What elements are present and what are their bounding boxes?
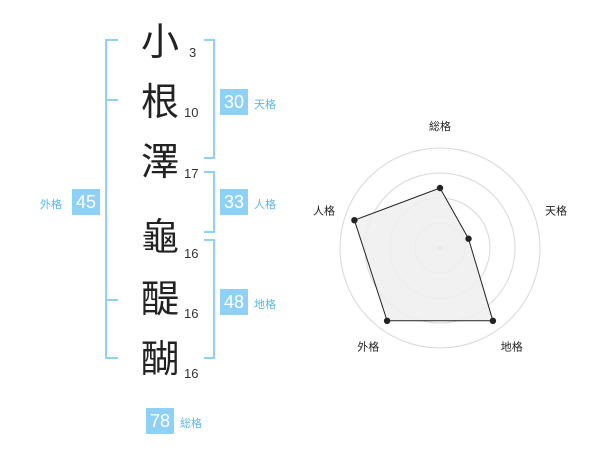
gaikaku-value: 45 xyxy=(72,189,101,215)
radar-axis-label: 地格 xyxy=(501,340,523,354)
radar-ring xyxy=(339,147,541,349)
tenkaku-value: 30 xyxy=(220,89,249,115)
radar-axis-label: 人格 xyxy=(313,203,335,217)
tenkaku-bracket xyxy=(204,39,215,159)
stroke-count-6: 16 xyxy=(184,366,199,381)
chikaku-bracket xyxy=(204,239,215,359)
stroke-count-4: 16 xyxy=(184,246,199,261)
kanji-6: 醐 xyxy=(140,337,179,381)
soukaku-label: 総格 xyxy=(180,417,202,430)
tenkaku-label: 天格 xyxy=(254,98,276,111)
radar-axis-label: 外格 xyxy=(357,340,379,354)
chikaku-value: 48 xyxy=(220,289,249,315)
gaikaku-label: 外格 xyxy=(40,198,62,211)
kanji-4: 龜 xyxy=(140,215,179,259)
kanji-3: 澤 xyxy=(140,140,179,184)
jinkaku-label: 人格 xyxy=(254,198,276,211)
radar-axis-label: 天格 xyxy=(545,203,567,217)
stroke-count-5: 16 xyxy=(184,306,199,321)
kanji-2: 根 xyxy=(140,80,179,124)
jinkaku-value: 33 xyxy=(220,189,249,215)
kanji-5: 醍 xyxy=(140,277,179,321)
radar-point-3 xyxy=(489,317,497,325)
radar-point-5 xyxy=(351,216,358,224)
stroke-count-2: 10 xyxy=(184,105,199,120)
chikaku-label: 地格 xyxy=(254,298,276,311)
radar-area xyxy=(353,187,494,322)
jinkaku-bracket xyxy=(204,171,215,233)
radar-axis-label: 総格 xyxy=(429,119,451,133)
stroke-count-1: 3 xyxy=(189,45,197,60)
radar-point-1 xyxy=(436,184,444,192)
radar-point-4 xyxy=(383,317,391,325)
gaikaku-bracket xyxy=(105,39,118,359)
radar-point-2 xyxy=(465,235,472,242)
kanji-1: 小 xyxy=(140,20,179,64)
soukaku-value: 78 xyxy=(146,408,175,434)
stroke-count-3: 17 xyxy=(184,166,199,181)
